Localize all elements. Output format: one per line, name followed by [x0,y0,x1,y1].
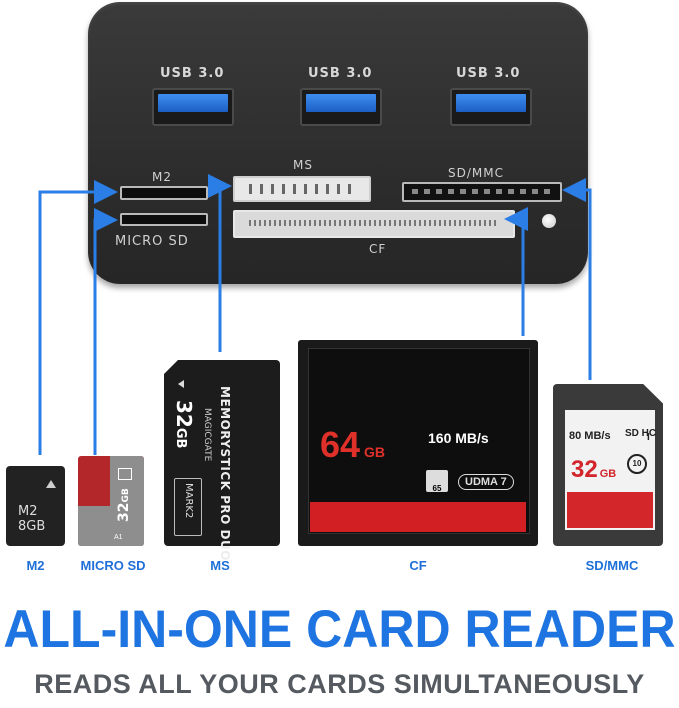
cf-udma-badge: UDMA 7 [458,474,514,490]
ms-unit: GB [173,427,188,449]
cf-slot-label: CF [369,242,387,256]
micro-sd-card-caption: MICRO SD [80,558,146,573]
micro-sd-capacity: 32 [116,502,132,522]
sd-capacity: 32 [571,456,598,483]
micro-sd-unit: GB [121,488,131,503]
usb-port-3[interactable] [450,88,532,126]
cf-slot[interactable] [233,210,515,238]
sdhc-logo-icon: SD HC [625,428,657,439]
ms-magicgate-text: MAGICGATE [202,408,212,462]
sdhc-logo-icon [118,468,132,480]
sd-uhs-mark: I [647,432,650,443]
headline: ALL-IN-ONE CARD READER [3,599,676,659]
sd-card-caption: SD/MMC [585,558,639,573]
sd-class-badge: 10 [627,454,647,474]
usb-port-label-2: USB 3.0 [308,66,373,81]
ms-capacity: 32 [172,400,196,428]
video-icon: 65 [426,470,448,493]
cf-unit: GB [364,444,386,460]
cf-vpg: 65 [432,484,442,493]
cf-capacity: 64 [320,424,361,465]
ms-slot-label: MS [293,158,313,172]
usb-port-label-3: USB 3.0 [456,66,521,81]
sd-slot-label: SD/MMC [448,166,504,180]
sd-slot[interactable] [402,182,562,202]
m2-card-text-line1: M2 [18,504,38,519]
ms-slot[interactable] [233,176,371,202]
ms-mark-text: MARK2 [183,483,194,519]
micro-sd-class-mark: A1 [114,534,123,541]
insert-arrow-icon [172,380,184,388]
subline: READS ALL YOUR CARDS SIMULTANEOUSLY [34,669,645,699]
usb-port-2[interactable] [300,88,382,126]
memory-stick-card: 32GB MEMORYSTICK PRO DUO MAGICGATE MARK2 [164,360,280,561]
m2-slot[interactable] [120,186,208,200]
micro-sd-slot-label: MICRO SD [115,234,189,249]
usb-port-label-1: USB 3.0 [160,66,225,81]
insert-arrow-icon [46,480,56,488]
sd-speed: 80 MB/s [569,430,611,442]
m2-slot-label: M2 [152,170,172,184]
usb-port-1[interactable] [152,88,234,126]
ms-card-caption: MS [210,558,230,573]
m2-card-caption: M2 [26,558,45,573]
cf-card-caption: CF [409,558,427,573]
ms-brand-text: MEMORYSTICK PRO DUO [218,386,232,561]
cf-speed: 160 MB/s [428,430,489,446]
micro-sd-slot[interactable] [120,213,208,226]
m2-card-text-line2: 8GB [18,519,46,534]
sd-unit: GB [599,468,617,480]
micro-sd-card: 32GB A1 [78,456,144,546]
activity-led [542,214,556,228]
m2-card: M2 8GB [6,466,65,546]
